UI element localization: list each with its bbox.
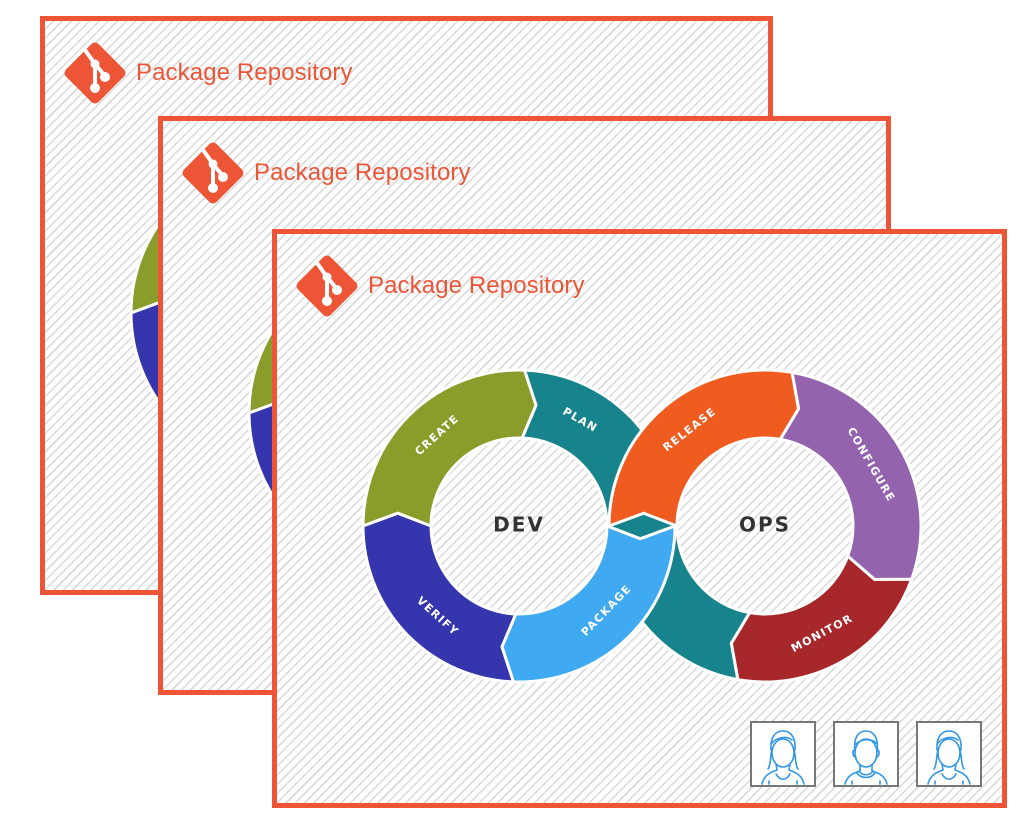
team-member-avatar[interactable]: [833, 721, 899, 787]
ops-label: OPS: [739, 513, 791, 537]
card-header: Package Repository: [178, 138, 471, 208]
female-user-icon: [918, 723, 980, 785]
segment-package: [500, 523, 677, 684]
team-member-avatar[interactable]: [750, 721, 816, 787]
card-title: Package Repository: [136, 59, 353, 86]
male-user-icon: [835, 723, 897, 785]
segment-verify: [361, 511, 519, 684]
card-title: Package Repository: [254, 159, 471, 186]
git-logo-icon: [60, 38, 130, 108]
card-header: Package Repository: [60, 38, 353, 108]
segment-monitor: [729, 553, 914, 684]
card-title: Package Repository: [368, 272, 585, 299]
dev-label: DEV: [493, 513, 545, 537]
team-member-avatar[interactable]: [916, 721, 982, 787]
segment-release: [607, 368, 801, 529]
segment-create: [361, 368, 538, 529]
git-logo-icon: [292, 251, 362, 321]
card-header: Package Repository: [292, 251, 585, 321]
team-members: [750, 721, 982, 787]
git-logo-icon: [178, 138, 248, 208]
female-user-icon: [752, 723, 814, 785]
segment-configure: [777, 370, 923, 581]
